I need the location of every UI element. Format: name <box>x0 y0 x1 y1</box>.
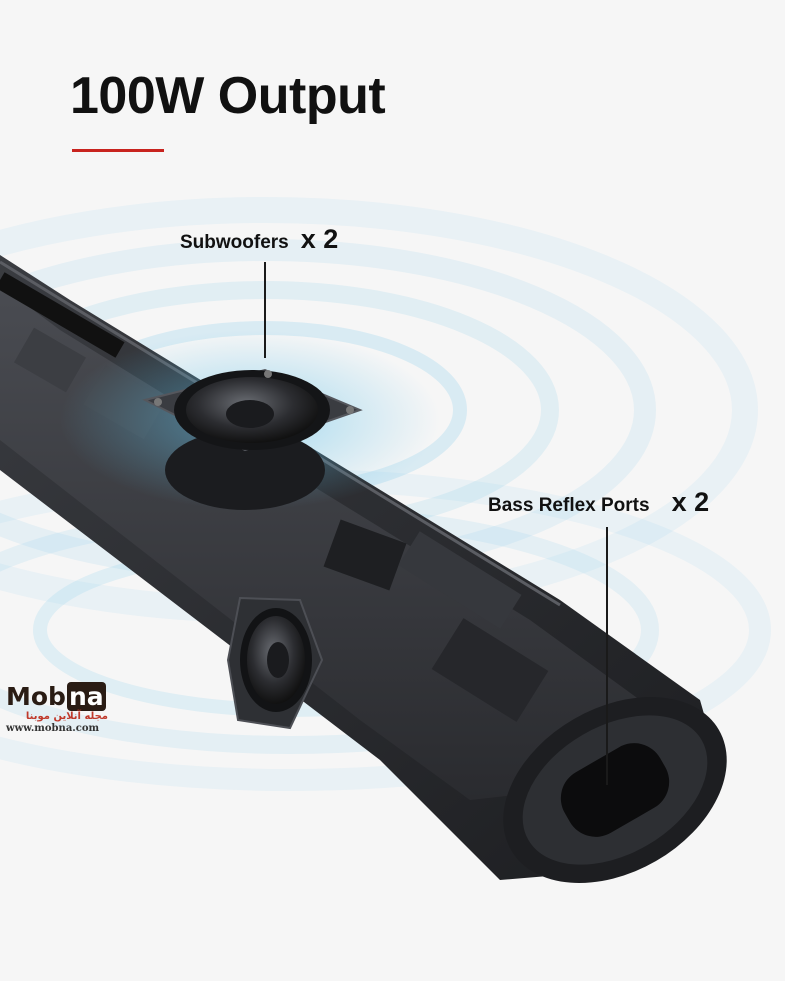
bass-ports-label: Bass Reflex Ports <box>488 495 650 516</box>
subwoofers-leader-line <box>264 262 266 358</box>
watermark-brand-suffix: na <box>66 682 106 711</box>
bass-ports-callout: Bass Reflex Ports x 2 <box>488 487 709 518</box>
page-title: 100W Output <box>70 67 386 125</box>
subwoofers-label: Subwoofers <box>180 232 289 253</box>
watermark-url: www.mobna.com <box>6 723 100 734</box>
second-driver <box>226 596 324 730</box>
subwoofer-driver <box>142 368 363 510</box>
bass-ports-count: x 2 <box>671 487 710 517</box>
subwoofers-callout: Subwoofers x 2 <box>180 224 338 255</box>
watermark-subtitle: مجله آنلاین موبنا <box>25 711 108 722</box>
title-underline <box>72 149 164 152</box>
bass-reflex-port <box>503 697 727 883</box>
subwoofers-count: x 2 <box>300 224 339 254</box>
bass-ports-leader-line <box>606 527 608 785</box>
watermark-brand-prefix: Mob <box>6 682 66 711</box>
